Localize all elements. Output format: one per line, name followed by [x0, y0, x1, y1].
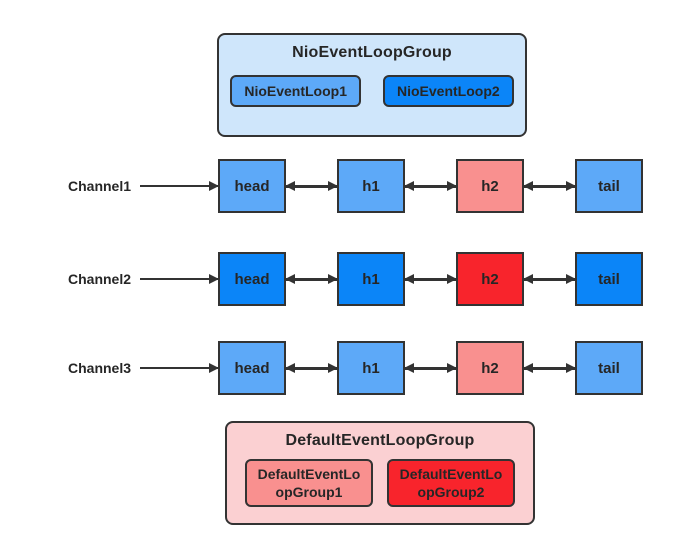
pipeline-node-h2: h2: [456, 252, 524, 306]
pipeline-node-tail: tail: [575, 252, 643, 306]
double-arrow-icon: [524, 184, 575, 188]
default-event-loop-group-items: DefaultEventLoopGroup1 DefaultEventLoopG…: [227, 459, 533, 508]
pipeline-node-h1: h1: [337, 341, 405, 395]
channel-label: Channel3: [68, 360, 132, 376]
pipeline-node-head: head: [218, 159, 286, 213]
nio-event-loop-group-container: NioEventLoopGroup NioEventLoop1 NioEvent…: [217, 33, 527, 137]
nio-event-loop-2-box: NioEventLoop2: [383, 75, 514, 107]
double-arrow-icon: [286, 277, 337, 281]
nio-event-loop-group-items: NioEventLoop1 NioEventLoop2: [219, 75, 525, 107]
default-event-loop-group-title: DefaultEventLoopGroup: [285, 432, 475, 449]
channel-label: Channel1: [68, 178, 132, 194]
channel-row: Channel3 head h1 h2 tail: [68, 341, 643, 395]
double-arrow-icon: [405, 184, 456, 188]
pipeline-node-tail: tail: [575, 341, 643, 395]
channel-label: Channel2: [68, 271, 132, 287]
pipeline-node-tail: tail: [575, 159, 643, 213]
right-arrow-icon: [140, 367, 218, 369]
pipeline-node-h1: h1: [337, 159, 405, 213]
channel-row: Channel1 head h1 h2 tail: [68, 159, 643, 213]
pipeline-node-head: head: [218, 252, 286, 306]
double-arrow-icon: [286, 184, 337, 188]
default-event-loop-group-container: DefaultEventLoopGroup DefaultEventLoopGr…: [225, 421, 535, 525]
nio-event-loop-group-title: NioEventLoopGroup: [292, 44, 452, 61]
pipeline-node-h2: h2: [456, 159, 524, 213]
default-event-loop-group-2-box: DefaultEventLoopGroup2: [387, 459, 515, 508]
double-arrow-icon: [405, 366, 456, 370]
double-arrow-icon: [524, 366, 575, 370]
default-event-loop-group-1-box: DefaultEventLoopGroup1: [245, 459, 373, 508]
pipeline-node-h1: h1: [337, 252, 405, 306]
double-arrow-icon: [286, 366, 337, 370]
channel-row: Channel2 head h1 h2 tail: [68, 252, 643, 306]
right-arrow-icon: [140, 278, 218, 280]
nio-event-loop-1-box: NioEventLoop1: [230, 75, 361, 107]
pipeline-node-head: head: [218, 341, 286, 395]
double-arrow-icon: [524, 277, 575, 281]
double-arrow-icon: [405, 277, 456, 281]
pipeline-node-h2: h2: [456, 341, 524, 395]
right-arrow-icon: [140, 185, 218, 187]
